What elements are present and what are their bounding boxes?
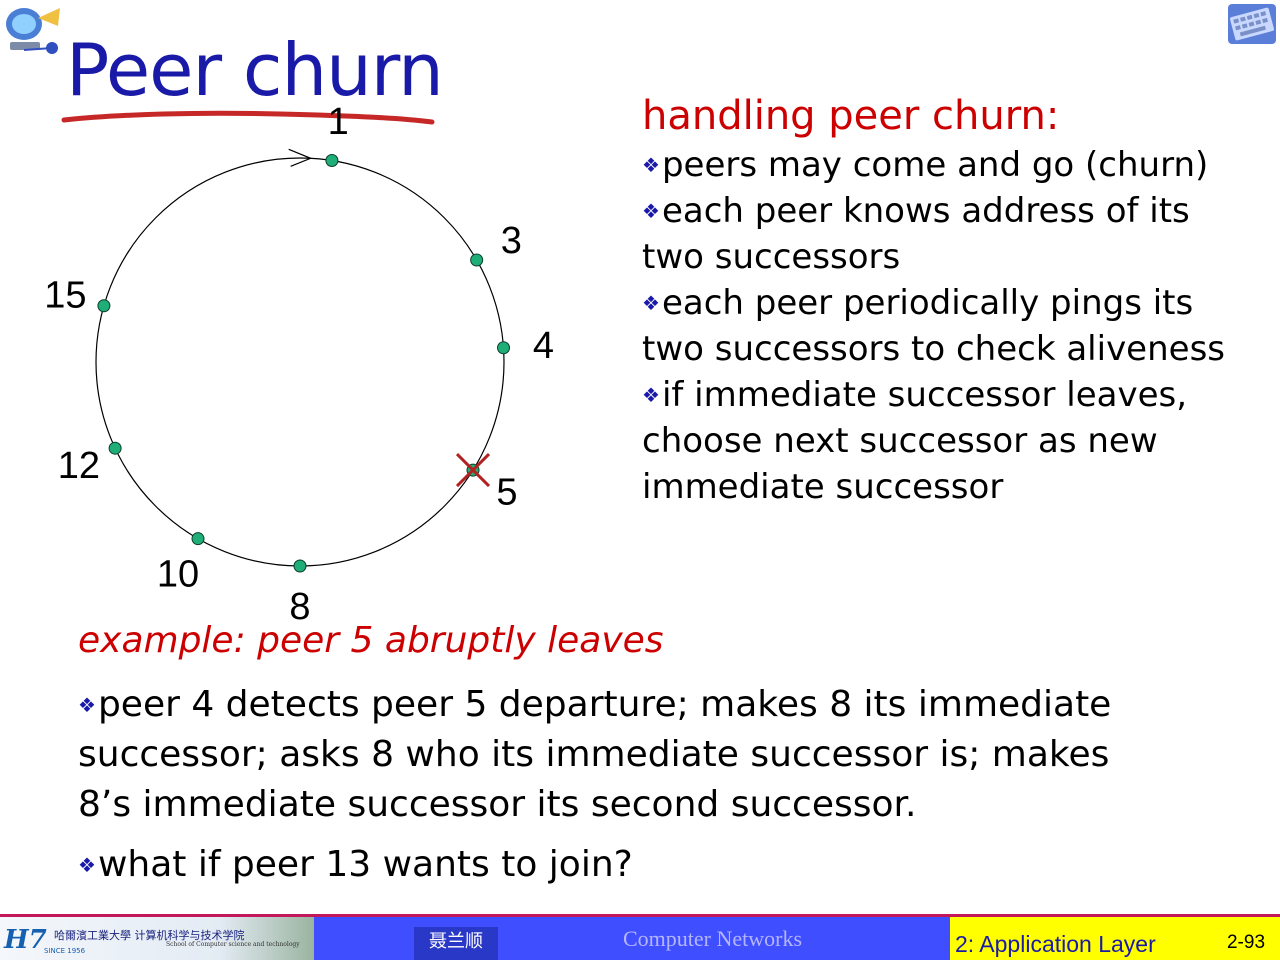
- churn-bullet-text: choose next successor as new: [642, 421, 1158, 461]
- diamond-bullet-icon: ❖: [642, 199, 660, 223]
- page-number: 2-93: [1212, 917, 1280, 960]
- ring-node: [97, 299, 111, 313]
- ring-node-label: 15: [44, 275, 86, 317]
- churn-bullet-line: two successors: [642, 234, 1262, 280]
- keyboard-icon: [1228, 4, 1276, 44]
- churn-bullet-text: two successors to check aliveness: [642, 329, 1225, 369]
- title-underline: [61, 110, 435, 125]
- ring-node-label: 3: [501, 220, 522, 262]
- example-bullet: ❖peer 4 detects peer 5 departure; makes …: [78, 680, 1198, 830]
- example-bullet-text: 8’s immediate successor its second succe…: [78, 784, 917, 825]
- churn-bullet-text: immediate successor: [642, 467, 1004, 507]
- churn-bullet-text: peers may come and go (churn): [661, 145, 1209, 185]
- ring-node: [497, 341, 511, 355]
- churn-heading: handling peer churn:: [642, 93, 1060, 139]
- churn-bullet-text: each peer periodically pings its: [661, 283, 1194, 323]
- ring-node-label: 10: [157, 553, 199, 595]
- ring-node: [470, 253, 484, 267]
- example-heading: example: peer 5 abruptly leaves: [78, 620, 664, 661]
- diamond-bullet-icon: ❖: [642, 291, 660, 315]
- churn-bullet-text: if immediate successor leaves,: [661, 375, 1188, 415]
- churn-bullet-line: two successors to check aliveness: [642, 326, 1262, 372]
- ring-node: [191, 532, 205, 546]
- churn-bullet-text: each peer knows address of its: [661, 191, 1190, 231]
- footer-course: Computer Networks: [623, 926, 803, 951]
- churn-bullet-list: ❖peers may come and go (churn)❖each peer…: [642, 142, 1262, 510]
- example-bullet-text: peer 4 detects peer 5 departure; makes 8…: [97, 684, 1112, 725]
- ring-node-label: 12: [58, 445, 100, 487]
- slide-title: Peer churn: [66, 28, 444, 112]
- example-bullet-line: successor; asks 8 who its immediate succ…: [78, 730, 1198, 780]
- ring-node: [108, 441, 122, 455]
- churn-bullet-line: choose next successor as new: [642, 418, 1262, 464]
- ring-node-label: 5: [496, 471, 517, 513]
- ring-node: [293, 559, 307, 573]
- example-bullet-line: ❖peer 4 detects peer 5 departure; makes …: [78, 680, 1198, 730]
- churn-bullet-line: ❖each peer periodically pings its: [642, 280, 1262, 326]
- ring-circle: [95, 157, 505, 567]
- ring-node-label: 1: [328, 101, 349, 143]
- school-logo: H7 哈爾濱工業大學 计算机科学与技术学院 School of Computer…: [0, 917, 314, 960]
- example-bullet-list: ❖peer 4 detects peer 5 departure; makes …: [78, 680, 1198, 900]
- example-bullet: ❖what if peer 13 wants to join?: [78, 840, 1198, 890]
- footer-divider: [0, 914, 1280, 917]
- example-bullet-text: successor; asks 8 who its immediate succ…: [78, 734, 1110, 775]
- churn-bullet-line: ❖each peer knows address of its: [642, 188, 1262, 234]
- churn-bullet-line: ❖if immediate successor leaves,: [642, 372, 1262, 418]
- node-removed-cross: [455, 453, 491, 488]
- diamond-bullet-icon: ❖: [642, 383, 660, 407]
- example-bullet-line: ❖what if peer 13 wants to join?: [78, 840, 1198, 890]
- school-since: SINCE 1956: [44, 947, 86, 955]
- ring-node-label: 4: [533, 325, 554, 367]
- school-name-en: School of Computer science and technolog…: [166, 941, 300, 948]
- example-bullet-line: 8’s immediate successor its second succe…: [78, 780, 1198, 830]
- slide-footer: H7 哈爾濱工業大學 计算机科学与技术学院 School of Computer…: [0, 914, 1280, 960]
- ring-node: [325, 154, 339, 168]
- churn-bullet-line: immediate successor: [642, 464, 1262, 510]
- diamond-bullet-icon: ❖: [78, 853, 96, 877]
- example-bullet-text: what if peer 13 wants to join?: [97, 844, 633, 885]
- churn-panel: handling peer churn: ❖peers may come and…: [642, 92, 1262, 510]
- footer-author: 聂兰顺: [414, 927, 498, 960]
- diamond-bullet-icon: ❖: [78, 693, 96, 717]
- ring-node-label: 8: [289, 586, 310, 620]
- school-logo-icon: H7: [4, 925, 47, 955]
- chord-ring-diagram: 1 3 4 5 8 10 12 15: [44, 101, 554, 620]
- footer-chapter: 2: Application Layer: [950, 917, 1212, 960]
- ring-direction-arrow: [288, 148, 313, 167]
- computer-network-icon: [6, 8, 60, 54]
- churn-bullet-line: ❖peers may come and go (churn): [642, 142, 1262, 188]
- diamond-bullet-icon: ❖: [642, 153, 660, 177]
- churn-bullet-text: two successors: [642, 237, 901, 277]
- school-name-cn: 哈爾濱工業大學 计算机科学与技术学院: [54, 929, 245, 942]
